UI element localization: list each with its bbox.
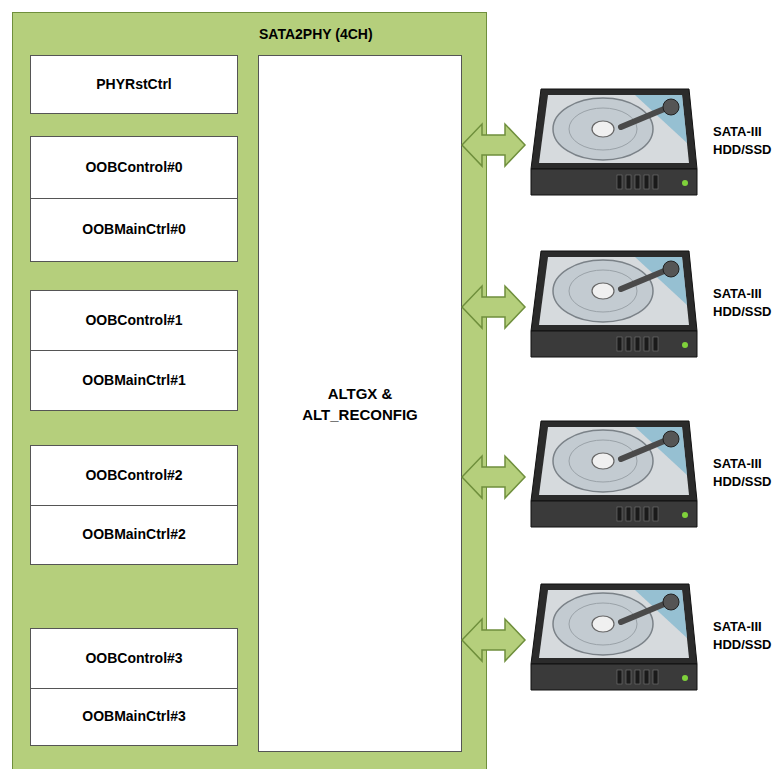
phy-panel: SATA2PHY (4CH) PHYRstCtrlOOBControl#0OOBM…	[12, 12, 487, 769]
module-box: OOBControl#2	[30, 445, 238, 506]
drive-label: SATA-III HDD/SSD	[713, 455, 779, 490]
hard-disk-icon	[525, 413, 703, 541]
hard-disk-icon	[525, 576, 703, 704]
box-label: OOBControl#1	[85, 311, 182, 331]
box-label: OOBMainCtrl#1	[82, 371, 185, 391]
module-box: OOBMainCtrl#2	[30, 505, 238, 565]
drive-label: SATA-III HDD/SSD	[713, 123, 779, 158]
box-label: PHYRstCtrl	[96, 75, 171, 95]
drive-node: SATA-III HDD/SSD	[525, 412, 781, 542]
hard-disk-icon	[525, 243, 703, 371]
box-label: OOBMainCtrl#3	[82, 707, 185, 727]
module-box: PHYRstCtrl	[30, 55, 238, 114]
drive-node: SATA-III HDD/SSD	[525, 575, 781, 705]
drive-node: SATA-III HDD/SSD	[525, 80, 781, 210]
transceiver-block: ALTGX & ALT_RECONFIG	[258, 55, 462, 752]
box-label: OOBControl#3	[85, 649, 182, 669]
module-box: OOBMainCtrl#3	[30, 688, 238, 746]
module-box: OOBControl#1	[30, 290, 238, 351]
panel-title: SATA2PHY (4CH)	[259, 26, 373, 42]
box-label: ALTGX & ALT_RECONFIG	[302, 383, 418, 425]
module-box: OOBControl#3	[30, 628, 238, 689]
box-label: OOBControl#0	[85, 158, 182, 178]
hard-disk-icon	[525, 81, 703, 209]
module-box: OOBMainCtrl#1	[30, 350, 238, 411]
box-label: OOBControl#2	[85, 466, 182, 486]
box-label: OOBMainCtrl#0	[82, 220, 185, 240]
box-label: OOBMainCtrl#2	[82, 525, 185, 545]
module-box: OOBMainCtrl#0	[30, 198, 238, 262]
module-box: OOBControl#0	[30, 136, 238, 199]
drive-label: SATA-III HDD/SSD	[713, 618, 779, 653]
drive-label: SATA-III HDD/SSD	[713, 285, 779, 320]
drive-node: SATA-III HDD/SSD	[525, 242, 781, 372]
